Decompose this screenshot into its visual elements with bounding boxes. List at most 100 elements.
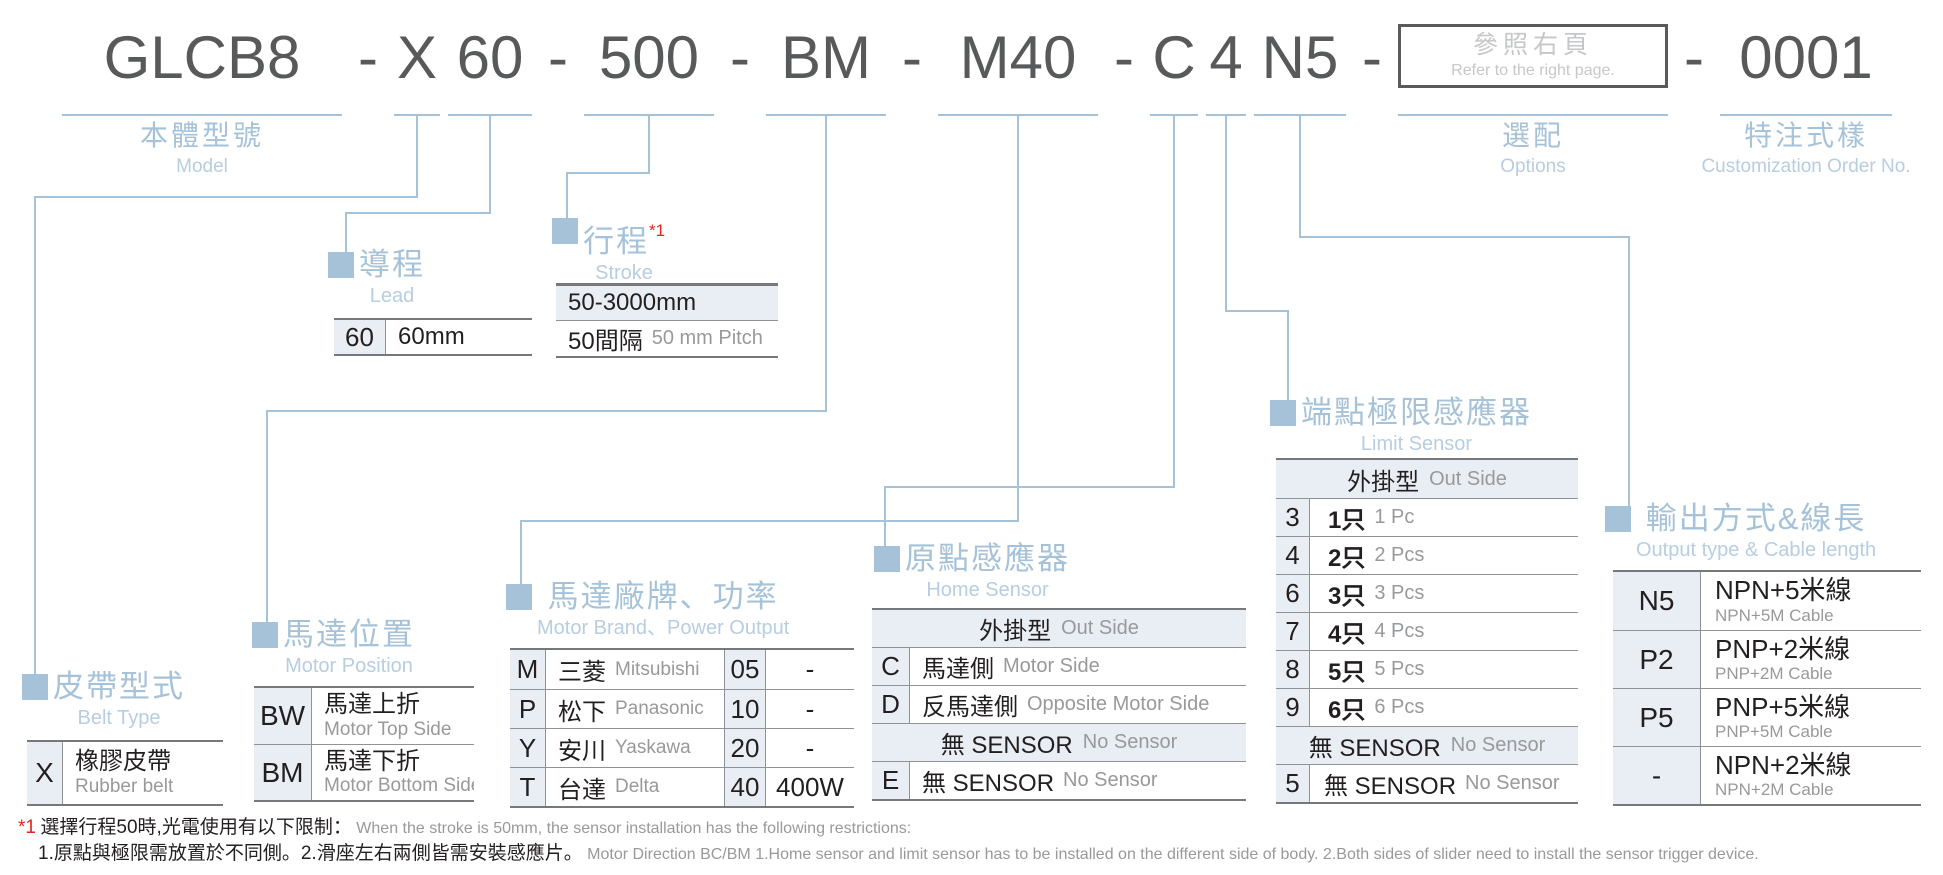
home-sensor-code: C [1152,24,1196,91]
output-value-cell: NPN+2米線 NPN+2M Cable [1715,749,1852,800]
model-code: GLCB8 [103,24,301,91]
customization-label-en: Customization Order No. [1701,156,1911,177]
leader-output-h [1299,236,1630,238]
limit-sensor-code-cell: 3 [1276,499,1310,536]
order-code: 0001 [1739,24,1873,91]
motor-position-code-cell: BW [254,688,312,744]
options-label-zh: 選配 [1501,120,1565,151]
output-code-segment: N5 [1254,18,1346,116]
limit-sensor-label-en: Limit Sensor [1360,433,1473,455]
leader-limit-sensor-h [1225,310,1289,312]
belt-table: X 橡膠皮帶 Rubber belt [27,740,223,806]
table-row: P5 PNP+5米線 PNP+5M Cable [1613,688,1921,746]
power-code-cell: 10 [724,690,766,728]
leader-belt-v2 [34,196,36,674]
limit-sensor-code: 4 [1209,24,1243,91]
options-segment: 參照右頁 Refer to the right page. 選配 Options [1398,18,1668,176]
table-row: BW 馬達上折 Motor Top Side [254,688,474,744]
power-value-cell: - [805,654,815,684]
stroke-code-segment: 500 [584,18,714,116]
motor-position-table: BW 馬達上折 Motor Top Side BM 馬達下折 Motor Bot… [254,686,474,802]
leader-motor-position-v2 [266,410,268,622]
footnote-line1-en: When the stroke is 50mm, the sensor inst… [356,820,912,837]
output-table: N5 NPN+5米線 NPN+5M Cable P2 PNP+2米線 PNP+2… [1613,570,1921,806]
motor-position-label-en: Motor Position [285,655,413,677]
output-value-cell: PNP+5米線 PNP+5M Cable [1715,691,1851,742]
limit-sensor-code-cell: 5 [1276,765,1310,802]
leader-lead-v1 [489,114,491,212]
model-number-title: GLCB8 本體型號 Model - X 60 - 500 - BM [62,18,1911,176]
motor-brand-label-zh: 馬達廠牌、功率 [547,579,779,614]
title-separator: - [548,24,568,91]
limit-sensor-code-segment: 4 [1206,18,1246,116]
power-code-cell: 20 [724,729,766,767]
model-underline [62,114,342,116]
model-label-zh: 本體型號 [139,120,265,151]
home-sensor-label-zh: 原點感應器 [905,541,1070,576]
leader-home-sensor-v1 [1173,114,1175,486]
leader-output-v2 [1628,236,1630,506]
power-value-cell: - [805,732,815,763]
footnote-line2: 1.原點與極限需放置於不同側。2.滑座左右兩側皆需安裝感應片。 Motor Di… [38,844,1759,863]
motor-position-label-zh: 馬達位置 [283,617,415,652]
power-value-cell: 400W [776,771,844,802]
lead-bullet-icon [328,252,354,278]
stroke-note-ref: *1 [649,221,666,240]
leader-stroke-v1 [648,114,650,172]
home-sensor-code-cell: C [872,648,910,685]
order-underline [1720,114,1892,116]
footnote-line2-zh: 1.原點與極限需放置於不同側。2.滑座左右兩側皆需安裝感應片。 [38,843,583,864]
home-sensor-code-cell: D [872,686,910,723]
title-separator: - [358,24,378,91]
model-label-en: Model [176,156,228,177]
stroke-range-cell: 50-3000mm [568,289,697,316]
options-reference-box: 參照右頁 Refer to the right page. [1398,24,1668,88]
lead-code-segment: 60 [448,18,532,116]
leader-motor-brand-v2 [520,520,522,584]
limit-sensor-code-cell: 4 [1276,537,1310,574]
output-value-cell: PNP+2米線 PNP+2M Cable [1715,633,1851,684]
options-label-en: Options [1500,156,1566,177]
leader-lead-v2 [345,212,347,252]
belt-code: X [396,24,438,91]
leader-belt-v1 [416,114,418,196]
sensor-output-segment: C 4 N5 [1150,18,1346,116]
leader-belt-h [34,196,418,198]
title-separator: - [1362,24,1382,91]
leader-home-sensor-h [884,486,1175,488]
lead-label-en: Lead [369,285,415,307]
options-box-en: Refer to the right page. [1451,62,1615,79]
motor-position-section-label: 馬達位置 Motor Position [252,616,415,678]
belt-lead-segment: X 60 [394,18,532,116]
motor-position-value-cell: 馬達上折 Motor Top Side [324,691,452,740]
output-code-cell: - [1613,747,1701,804]
leader-motor-position-h [266,410,827,412]
brand-power-code-segment: M40 [938,18,1098,116]
